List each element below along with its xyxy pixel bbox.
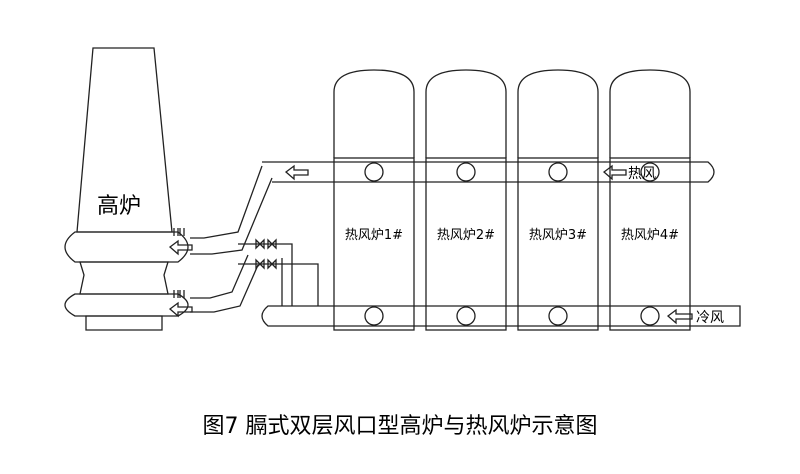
hot-blast-main-pipe [262, 161, 715, 183]
stove-3 [517, 69, 599, 331]
arrow-left-icon [168, 301, 193, 318]
hot-blast-label: 热风 [628, 166, 656, 182]
stove-3-label: 热风炉3# [529, 228, 587, 243]
arrow-left-icon [284, 164, 309, 181]
arrow-left-icon [168, 239, 193, 256]
stove-2 [425, 69, 507, 331]
stove-2-label: 热风炉2# [437, 228, 495, 243]
upper-bustle-pipe [64, 231, 189, 263]
figure-caption: 图7 膈式双层风口型高炉与热风炉示意图 [202, 414, 598, 439]
stove-4-label: 热风炉4# [621, 228, 679, 243]
mixing-valves [255, 238, 277, 270]
mixing-lines [238, 243, 319, 306]
stove-4 [609, 69, 691, 331]
tuyere-valves [173, 228, 185, 298]
blast-furnace-label: 高炉 [97, 194, 141, 219]
stove-1 [333, 69, 415, 331]
cold-blast-main-pipe [261, 305, 741, 327]
arrow-left-icon [602, 164, 627, 181]
lower-bustle-pipe [64, 293, 189, 317]
stove-1-label: 热风炉1# [345, 228, 403, 243]
arrow-left-icon [666, 308, 693, 325]
cold-blast-label: 冷风 [696, 310, 724, 326]
branch-pipes [190, 165, 273, 313]
blast-furnace [64, 47, 189, 331]
